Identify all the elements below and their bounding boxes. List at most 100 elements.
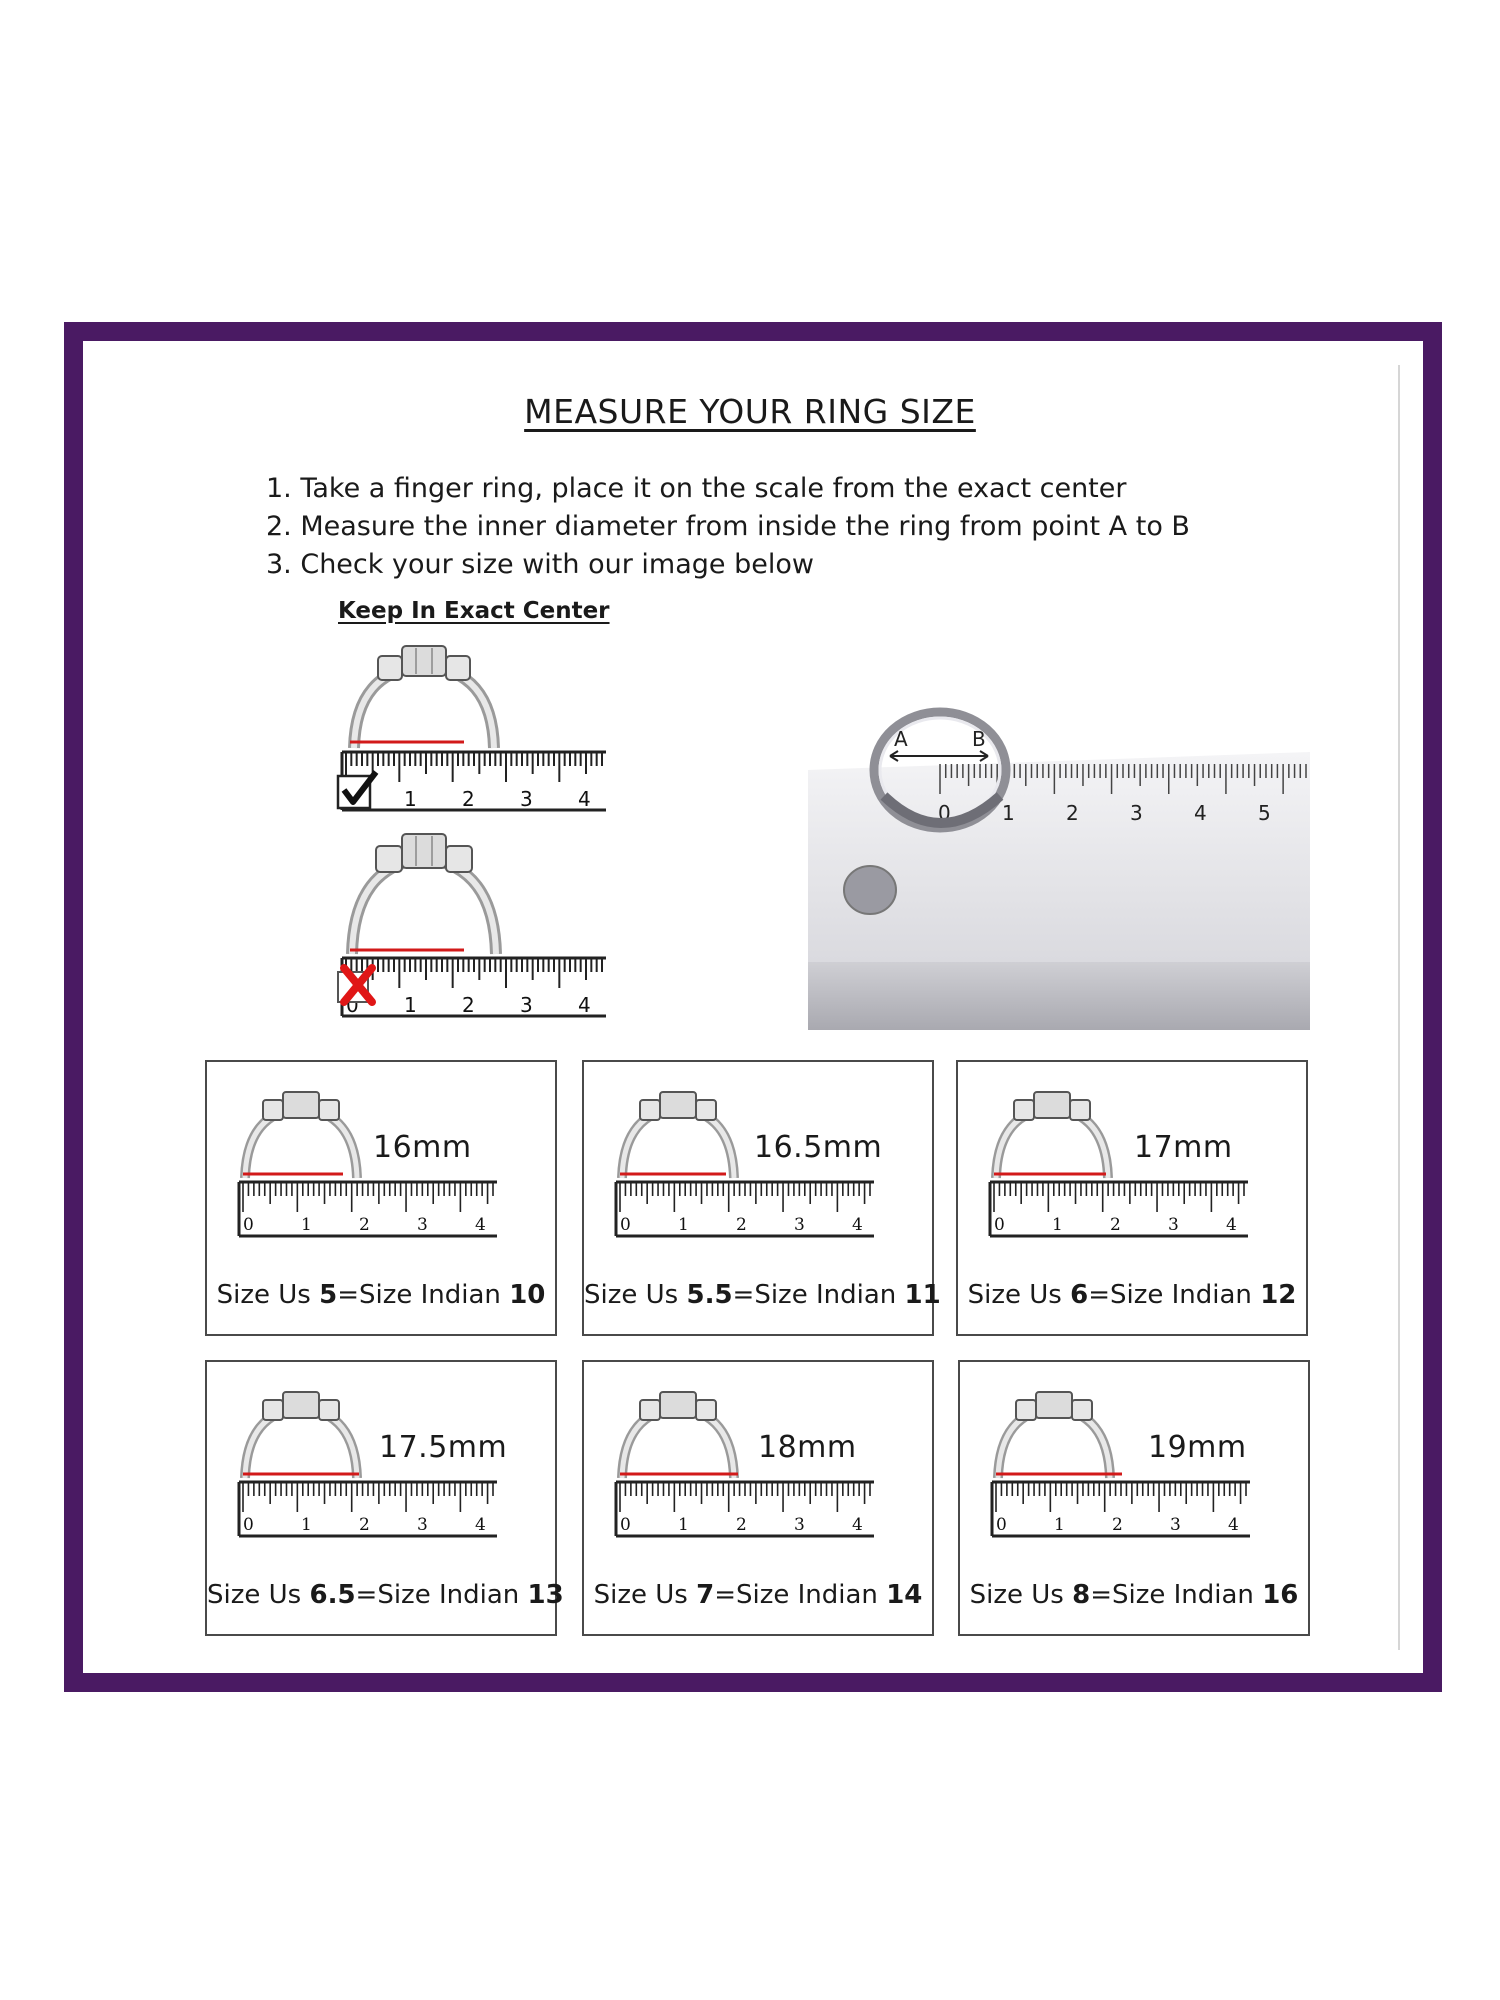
size-indian-value: 14 [886, 1580, 923, 1610]
ruler-digit: 4 [852, 1515, 863, 1535]
divider-line [1398, 365, 1400, 1650]
ruler-digit: 3 [417, 1215, 428, 1235]
ring-illustration [348, 645, 500, 749]
size-indian-prefix: =Size Indian [337, 1280, 510, 1310]
ruler-digit: 2 [1110, 1215, 1121, 1235]
size-indian-prefix: =Size Indian [714, 1580, 887, 1610]
size-conversion-label: Size Us 8=Size Indian 16 [960, 1580, 1308, 1610]
ring-on-ruler-illustration: 0 1 2 3 4 [614, 1091, 874, 1238]
size-us-prefix: Size Us [969, 1580, 1073, 1610]
ruler-digit: 0 [243, 1215, 254, 1235]
size-indian-value: 16 [1262, 1580, 1299, 1610]
ruler-digit: 0 [243, 1515, 254, 1535]
ruler-digit: 0 [620, 1515, 631, 1535]
size-us-value: 5.5 [686, 1280, 733, 1310]
instruction-step: 1. Take a finger ring, place it on the s… [266, 473, 1127, 504]
ruler: 0 1 2 3 4 [614, 1480, 874, 1538]
size-indian-value: 12 [1260, 1280, 1297, 1310]
size-us-prefix: Size Us [216, 1280, 320, 1310]
point-b-label: B [972, 727, 986, 751]
keep-center-label: Keep In Exact Center [338, 598, 610, 624]
ruler-digit: 3 [794, 1515, 805, 1535]
size-us-prefix: Size Us [593, 1580, 697, 1610]
instruction-step: 3. Check your size with our image below [266, 549, 814, 580]
size-conversion-label: Size Us 7=Size Indian 14 [584, 1580, 932, 1610]
diameter-label: 16mm [373, 1130, 472, 1165]
ruler: 0 1 2 3 4 [237, 1480, 497, 1538]
ruler: 0 1 2 3 4 [237, 1180, 497, 1238]
ruler-digit: 4 [475, 1215, 486, 1235]
diameter-label: 17mm [1134, 1130, 1233, 1165]
size-conversion-label: Size Us 5.5=Size Indian 11 [584, 1280, 941, 1310]
ruler-digit: 1 [301, 1215, 312, 1235]
ruler-digit: 3 [1170, 1515, 1181, 1535]
checkmark-icon [336, 770, 379, 810]
ruler-digit: 1 [1002, 801, 1015, 825]
ruler-digit: 1 [1054, 1515, 1065, 1535]
ruler-digit: 4 [578, 993, 591, 1017]
ruler-digit: 1 [404, 787, 417, 811]
ruler-digit: 3 [520, 993, 533, 1017]
ruler-digit: 3 [417, 1515, 428, 1535]
ruler-digit: 2 [736, 1215, 747, 1235]
ruler-digit: 2 [462, 993, 475, 1017]
ruler-digit: 3 [794, 1215, 805, 1235]
ring-on-ruler-illustration: 0 1 2 3 4 [237, 1391, 497, 1538]
point-a-label: A [894, 727, 908, 751]
ruler-digit: 1 [301, 1515, 312, 1535]
ruler-digit: 4 [852, 1215, 863, 1235]
ring-illustration [617, 1091, 739, 1179]
ring-illustration [869, 707, 1011, 833]
ruler-digit: 2 [462, 787, 475, 811]
red-x-icon [337, 964, 376, 1006]
size-us-value: 7 [696, 1580, 715, 1610]
size-indian-prefix: =Size Indian [355, 1580, 528, 1610]
ruler-digit: 4 [1226, 1215, 1237, 1235]
ruler-digit: 1 [1052, 1215, 1063, 1235]
ruler-digit: 2 [359, 1515, 370, 1535]
ruler-digit: 3 [1130, 801, 1143, 825]
ruler-digit: 4 [475, 1515, 486, 1535]
size-us-value: 8 [1072, 1580, 1091, 1610]
ruler-digit: 2 [359, 1215, 370, 1235]
size-indian-value: 10 [509, 1280, 546, 1310]
ring-illustration [240, 1391, 362, 1479]
ruler-digit: 1 [678, 1215, 689, 1235]
size-indian-prefix: =Size Indian [1090, 1580, 1263, 1610]
ruler-digit: 5 [1258, 801, 1271, 825]
ruler-digit: 4 [1194, 801, 1207, 825]
diameter-label: 17.5mm [379, 1430, 508, 1465]
size-us-value: 6 [1070, 1280, 1089, 1310]
ruler-digit: 4 [578, 787, 591, 811]
ruler-digit: 1 [404, 993, 417, 1017]
ruler: 0 1 2 3 4 [614, 1180, 874, 1238]
ruler-digit: 0 [620, 1215, 631, 1235]
ring-illustration [240, 1091, 362, 1179]
size-us-value: 5 [319, 1280, 338, 1310]
ruler-digit: 1 [678, 1515, 689, 1535]
ruler-digit: 2 [1112, 1515, 1123, 1535]
size-us-prefix: Size Us [207, 1580, 310, 1610]
ruler-digit: 0 [996, 1515, 1007, 1535]
diameter-label: 16.5mm [754, 1130, 883, 1165]
ruler-hole [843, 865, 897, 915]
size-conversion-label: Size Us 6.5=Size Indian 13 [207, 1580, 564, 1610]
ring-illustration [617, 1391, 739, 1479]
ruler-digit: 2 [736, 1515, 747, 1535]
